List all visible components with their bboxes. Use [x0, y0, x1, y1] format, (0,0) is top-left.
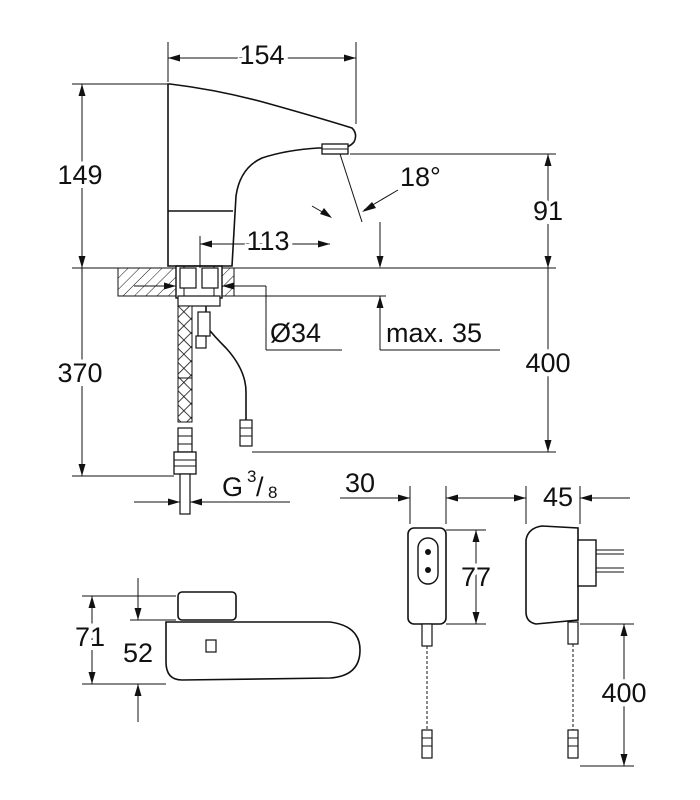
faucet-side-view: 154 149 91 18° 113 [53, 36, 575, 515]
dim-400-power: 400 [601, 678, 646, 708]
dim-52: 52 [123, 638, 153, 668]
dim-370: 370 [57, 358, 102, 388]
dim-thread-den: 8 [268, 483, 277, 502]
power-unit-views: 30 45 77 400 [340, 468, 651, 767]
faucet-body-top [165, 621, 361, 681]
dim-thread-slash: / [256, 472, 264, 502]
dim-71: 71 [75, 622, 105, 652]
faucet-body [167, 83, 357, 267]
dim-diameter: Ø34 [270, 318, 321, 348]
handle-block [177, 591, 237, 621]
dim-149: 149 [57, 160, 102, 190]
faucet-top-view: 71 52 [71, 578, 361, 722]
dim-154: 154 [239, 40, 284, 70]
dim-30: 30 [345, 468, 375, 498]
dim-113: 113 [246, 226, 289, 256]
dim-400-cable: 400 [525, 348, 570, 378]
dim-angle: 18° [400, 162, 441, 192]
dim-thread-num: 3 [247, 467, 256, 486]
dim-max-thickness: max. 35 [386, 318, 482, 348]
dim-thread-prefix: G [222, 472, 243, 502]
power-unit-side [525, 525, 579, 625]
dim-45: 45 [543, 482, 573, 512]
dim-77: 77 [461, 562, 491, 592]
sensor-cable [205, 306, 247, 420]
dim-91: 91 [533, 196, 563, 226]
